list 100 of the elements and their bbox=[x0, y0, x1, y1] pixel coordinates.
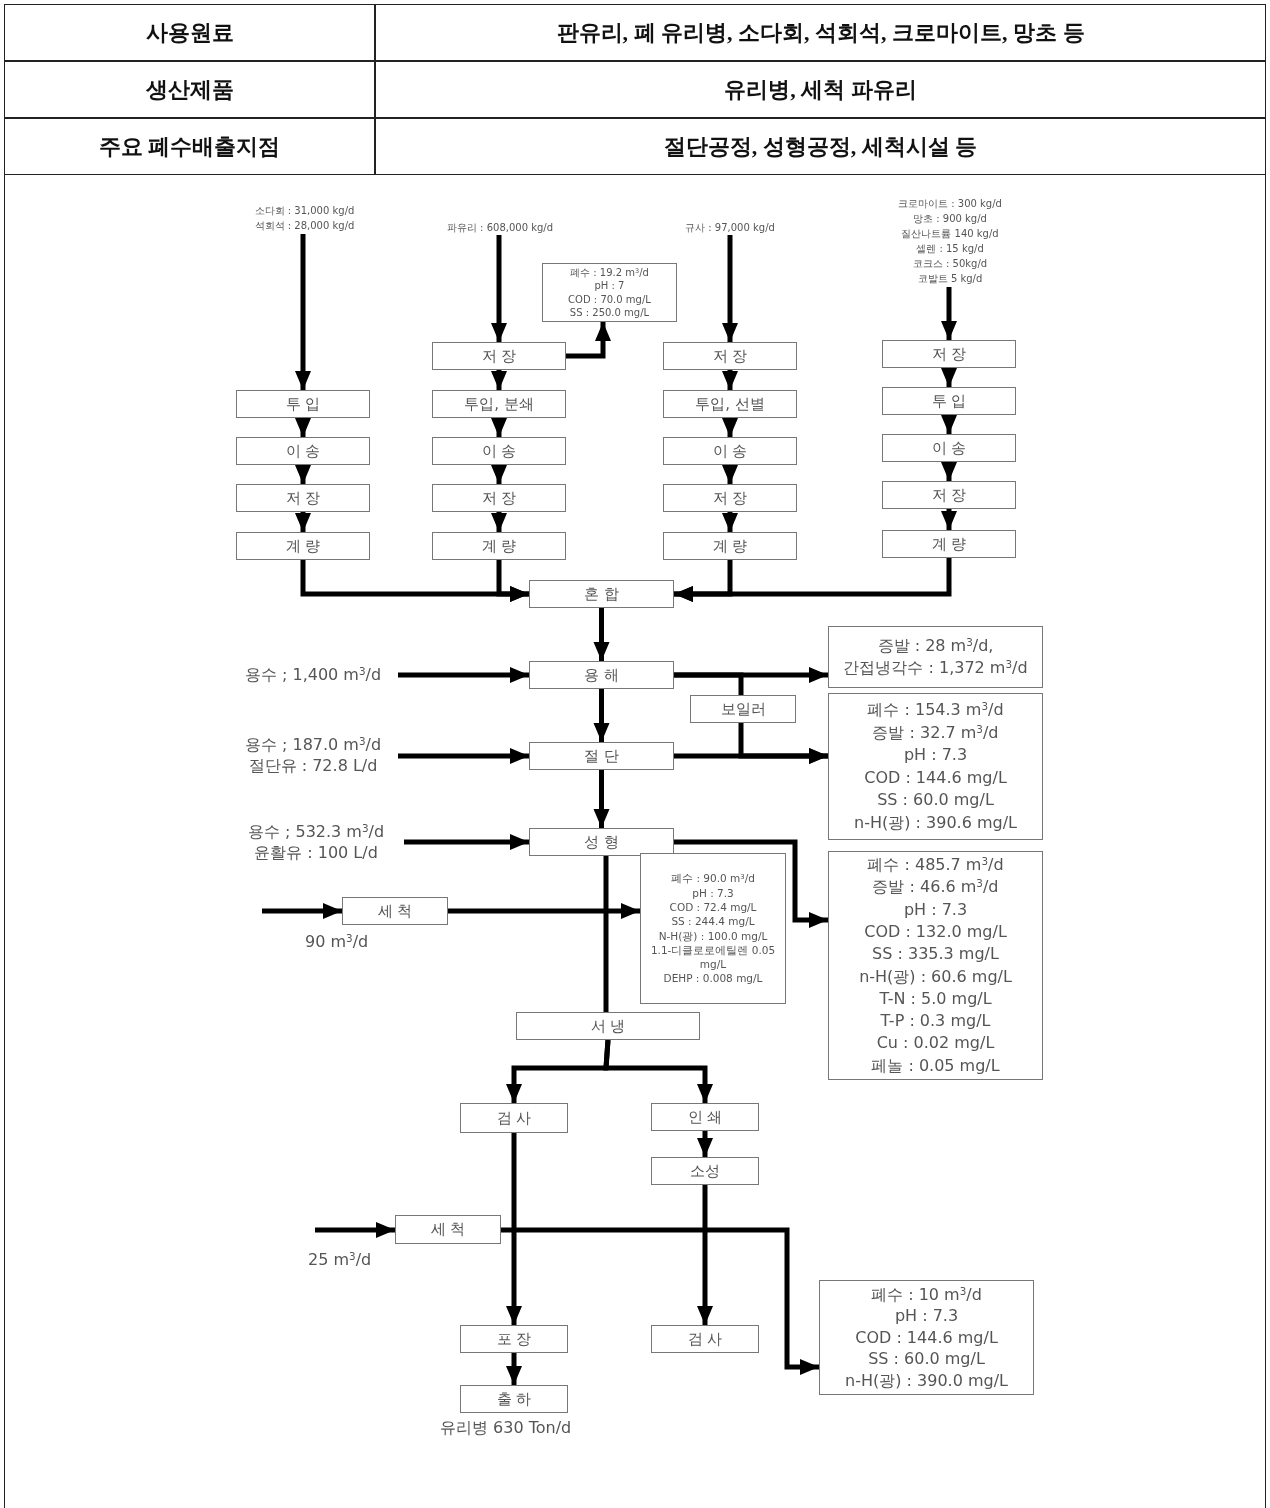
process-box bbox=[651, 1157, 759, 1185]
process-label: 서 냉 bbox=[590, 1016, 626, 1036]
input-label: 용수 ; 532.3 m$^{3}$/d bbox=[247, 821, 385, 842]
process-box bbox=[432, 484, 566, 512]
flow-arrow bbox=[295, 465, 311, 484]
process-box bbox=[432, 437, 566, 465]
process-box bbox=[663, 437, 797, 465]
discharge-value: n-H(광) : 390.0 mg/L bbox=[845, 1369, 1008, 1392]
process-label: 저 장 bbox=[712, 488, 748, 508]
process-box bbox=[529, 742, 674, 770]
process-box bbox=[651, 1103, 759, 1131]
process-label: 투입, 선별 bbox=[695, 394, 765, 414]
process-box bbox=[460, 1385, 568, 1413]
flow-arrow bbox=[496, 560, 529, 602]
discharge-value: 폐수 : 19.2 m$^{3}$/d bbox=[570, 265, 649, 279]
header-cell: 사용원료 bbox=[4, 4, 375, 61]
flow-arrow bbox=[506, 1353, 522, 1385]
discharge-value: pH : 7.3 bbox=[903, 898, 968, 921]
discharge-value: pH : 7.3 bbox=[692, 885, 734, 900]
process-label: 계 량 bbox=[712, 536, 748, 556]
flow-arrow bbox=[722, 235, 738, 342]
flow-arrow bbox=[491, 465, 507, 484]
process-label: 검 사 bbox=[496, 1108, 532, 1128]
input-label: 소다회 : 31,000 kg/d bbox=[254, 204, 355, 218]
process-label: 저 장 bbox=[285, 488, 321, 508]
flow-arrow bbox=[722, 418, 738, 437]
process-label: 이 송 bbox=[931, 438, 967, 458]
flow-arrow bbox=[295, 234, 311, 390]
process-label: 계 량 bbox=[481, 536, 517, 556]
discharge-value: SS : 250.0 mg/L bbox=[569, 306, 650, 320]
discharge-value: 증발 : 46.6 m$^{3}$/d bbox=[872, 876, 999, 899]
input-label: 질산나트륨 140 kg/d bbox=[901, 227, 999, 241]
process-label: 용 해 bbox=[584, 665, 619, 685]
input-label: 파유리 : 608,000 kg/d bbox=[446, 220, 554, 235]
flow-arrow bbox=[448, 903, 640, 919]
process-box bbox=[236, 532, 370, 560]
discharge-box bbox=[828, 851, 1043, 1080]
process-label: 저 장 bbox=[481, 346, 517, 366]
flow-arrow bbox=[941, 368, 957, 387]
process-box bbox=[663, 484, 797, 512]
discharge-box bbox=[640, 853, 786, 1004]
discharge-value: 증발 : 28 m$^{3}$/d, bbox=[877, 635, 994, 657]
header-cell: 주요 폐수배출지점 bbox=[4, 118, 375, 175]
process-box bbox=[882, 387, 1016, 415]
flow-line bbox=[603, 856, 609, 1012]
flow-arrow bbox=[404, 834, 529, 850]
flow-arrow bbox=[697, 1185, 713, 1325]
process-box bbox=[460, 1103, 568, 1133]
flow-arrow bbox=[941, 509, 957, 530]
process-label: 계 량 bbox=[285, 536, 321, 556]
flow-arrow bbox=[491, 235, 507, 342]
flow-arrow bbox=[941, 287, 957, 340]
process-box bbox=[236, 390, 370, 418]
discharge-box bbox=[819, 1280, 1034, 1395]
process-label: 세 척 bbox=[377, 901, 413, 921]
discharge-value: Cu : 0.02 mg/L bbox=[876, 1032, 995, 1055]
process-label: 성 형 bbox=[584, 832, 619, 852]
process-box bbox=[529, 661, 674, 689]
input-label: 절단유 : 72.8 L/d bbox=[248, 755, 378, 776]
flow-arrow bbox=[674, 748, 828, 764]
flow-line bbox=[674, 672, 744, 695]
flow-rate-label: 90 m$^{3}$/d bbox=[305, 932, 369, 951]
discharge-box bbox=[828, 626, 1043, 688]
flow-arrow bbox=[722, 465, 738, 484]
flow-arrow bbox=[491, 512, 507, 532]
discharge-value: COD : 72.4 mg/L bbox=[669, 899, 757, 915]
flow-arrow bbox=[398, 667, 529, 683]
discharge-box bbox=[542, 263, 677, 322]
discharge-value: SS : 60.0 mg/L bbox=[868, 1348, 985, 1370]
process-box bbox=[432, 532, 566, 560]
process-box bbox=[882, 530, 1016, 558]
process-box bbox=[882, 434, 1016, 462]
flow-rate-label: 25 m$^{3}$/d bbox=[308, 1250, 372, 1269]
process-box bbox=[395, 1215, 501, 1244]
process-label: 보일러 bbox=[720, 699, 766, 719]
input-label: 규사 : 97,000 kg/d bbox=[685, 220, 775, 235]
discharge-value: COD : 144.6 mg/L bbox=[864, 766, 1007, 789]
process-box bbox=[529, 828, 674, 856]
flow-arrow bbox=[722, 512, 738, 532]
discharge-value: T-N : 5.0 mg/L bbox=[879, 987, 992, 1010]
discharge-value: 폐수 : 154.3 m$^{3}$/d bbox=[867, 699, 1004, 721]
process-box bbox=[432, 342, 566, 370]
value-cell: 유리병, 세척 파유리 bbox=[375, 61, 1266, 118]
process-label: 저 장 bbox=[481, 488, 517, 508]
process-label: 이 송 bbox=[285, 441, 321, 461]
input-label: 석회석 : 28,000 kg/d bbox=[254, 219, 355, 233]
flow-arrow bbox=[941, 415, 957, 434]
input-label: 크로마이트 : 300 kg/d bbox=[898, 197, 1002, 211]
discharge-value: COD : 144.6 mg/L bbox=[855, 1326, 998, 1349]
process-label: 이 송 bbox=[712, 441, 748, 461]
discharge-value: 증발 : 32.7 m$^{3}$/d bbox=[872, 721, 999, 744]
process-box bbox=[690, 695, 796, 723]
flow-arrow bbox=[315, 1222, 395, 1238]
process-box bbox=[882, 481, 1016, 509]
process-box bbox=[342, 897, 448, 925]
process-label: 이 송 bbox=[481, 441, 517, 461]
process-label: 투입, 분쇄 bbox=[464, 394, 534, 414]
discharge-value: 폐수 : 485.7 m$^{3}$/d bbox=[867, 854, 1004, 876]
flow-arrow bbox=[295, 512, 311, 532]
discharge-value: COD : 70.0 mg/L bbox=[568, 292, 651, 306]
